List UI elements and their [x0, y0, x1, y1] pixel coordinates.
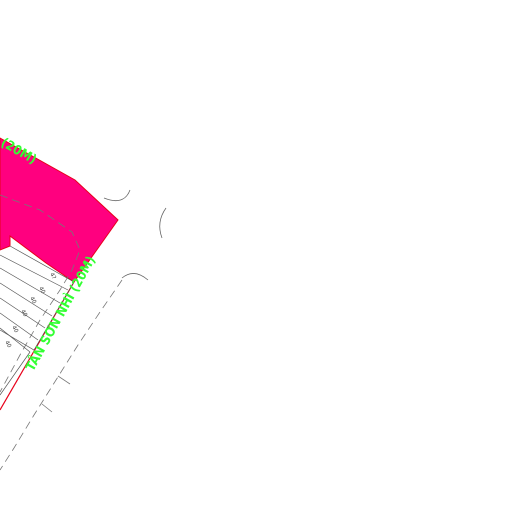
planned-zone-area — [0, 137, 119, 283]
lot-numbers: 4? 40 40 40 40 40 — [3, 272, 56, 349]
curve-top — [103, 189, 131, 202]
lot-divider-4 — [0, 297, 46, 329]
parcel-lots — [0, 245, 75, 396]
lot-number-2: 40 — [37, 286, 46, 295]
road-ticks — [41, 375, 71, 413]
lot-number-3: 40 — [28, 296, 37, 305]
lot-divider-1 — [0, 254, 69, 291]
tick-1 — [57, 375, 71, 385]
lot-number-6: 40 — [3, 340, 12, 349]
road-edge-upper — [0, 194, 81, 393]
lot-divider-3 — [0, 282, 53, 317]
lot-number-5: 40 — [10, 325, 19, 334]
road-edge-lines — [0, 194, 123, 471]
lot-number-4: 40 — [19, 309, 28, 318]
curve-bottom — [121, 273, 149, 281]
tick-2 — [41, 403, 53, 413]
lot-number-1: 4? — [48, 272, 56, 281]
lot-lower-edge — [0, 351, 31, 396]
road-curves — [103, 189, 167, 281]
lot-strip-outline — [0, 245, 75, 351]
lot-divider-5 — [0, 312, 39, 341]
curve-right — [159, 207, 167, 239]
lot-divider-2 — [0, 267, 61, 304]
lot-divider-6 — [0, 327, 31, 353]
road-edge-lower — [0, 279, 123, 471]
